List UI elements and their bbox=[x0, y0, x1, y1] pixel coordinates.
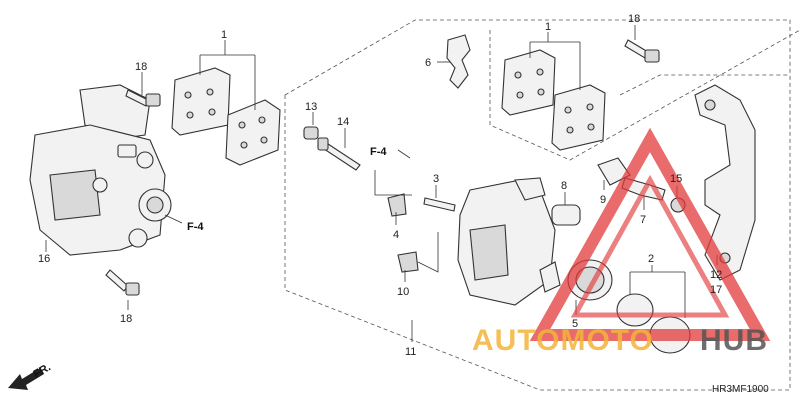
diagram-code: HR3MF1900 bbox=[712, 384, 769, 395]
callout-18-bottom-left: 18 bbox=[120, 313, 132, 325]
callout-2: 2 bbox=[648, 253, 654, 265]
callout-13: 13 bbox=[305, 101, 317, 113]
watermark-triangle-inner bbox=[570, 174, 730, 318]
right-caliper-body bbox=[457, 177, 581, 306]
pins-and-boots bbox=[303, 126, 456, 273]
caliper-bracket bbox=[624, 39, 756, 281]
callout-9: 9 bbox=[600, 194, 606, 206]
front-label: FR. bbox=[32, 361, 53, 380]
callout-10: 10 bbox=[397, 286, 409, 298]
callout-labels: 1 1 18 18 18 6 13 14 3 4 10 11 16 8 9 7 … bbox=[38, 13, 722, 358]
frame-ref-center: F-4 bbox=[370, 146, 387, 158]
callout-11: 11 bbox=[405, 346, 416, 358]
callout-16: 16 bbox=[38, 253, 50, 265]
assembly-outline-right bbox=[284, 19, 800, 391]
callout-15: 15 bbox=[670, 173, 682, 185]
frame-ref-left: F-4 bbox=[187, 221, 204, 233]
front-arrow-icon bbox=[8, 368, 44, 390]
right-brake-pads bbox=[501, 49, 606, 151]
watermark-triangle-outer bbox=[529, 127, 771, 341]
left-bolts bbox=[105, 89, 161, 296]
pad-spring-clip bbox=[446, 34, 471, 89]
callout-14: 14 bbox=[337, 116, 349, 128]
callout-1-right: 1 bbox=[545, 21, 551, 33]
left-brake-pads bbox=[171, 67, 281, 166]
callout-4: 4 bbox=[393, 229, 399, 241]
callout-18-top-right: 18 bbox=[628, 13, 640, 25]
callout-7: 7 bbox=[640, 214, 646, 226]
watermark-text-part2: HUB bbox=[700, 324, 768, 357]
callout-8: 8 bbox=[561, 180, 567, 192]
callout-18-top-left: 18 bbox=[135, 61, 147, 73]
frame-references: F-4 F-4 bbox=[187, 146, 387, 233]
callout-6: 6 bbox=[425, 57, 431, 69]
watermark-text-part1: AUTOMOTO bbox=[472, 324, 654, 357]
callout-12: 12 bbox=[710, 269, 722, 281]
callout-5: 5 bbox=[572, 318, 578, 330]
front-direction-marker: FR. bbox=[8, 361, 53, 390]
callout-1-left: 1 bbox=[221, 29, 227, 41]
callout-17: 17 bbox=[710, 284, 722, 296]
watermark-text: AUTOMOTO HUB bbox=[472, 324, 768, 357]
callout-3: 3 bbox=[433, 173, 439, 185]
watermark-triangle bbox=[529, 127, 771, 341]
left-caliper-assembly bbox=[29, 84, 172, 256]
